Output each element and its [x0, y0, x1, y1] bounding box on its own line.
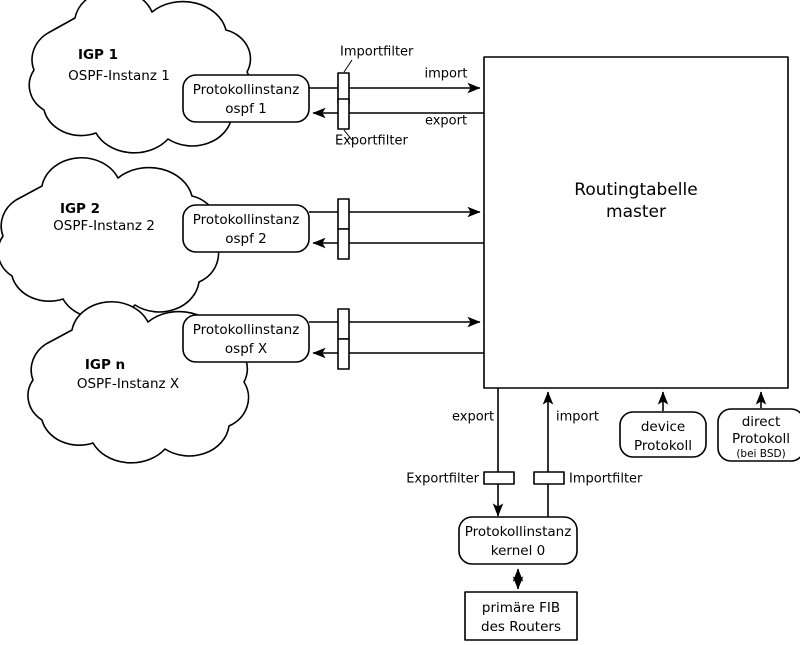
kernel-instance-line2: kernel 0 — [491, 543, 545, 559]
filter-export-row2[interactable] — [337, 228, 350, 260]
direct-protocol-line1: direct — [742, 414, 781, 430]
device-protocol-box[interactable]: device Protokoll — [619, 391, 707, 458]
edge-label-export-row1: export — [425, 114, 467, 129]
cloud-igp2: IGP 2 OSPF-Instanz 2 — [0, 156, 220, 320]
routing-table-title-line2: master — [606, 202, 666, 222]
cloud-igp2-subtitle: OSPF-Instanz 2 — [53, 218, 155, 234]
protocol-instance-ospf2-line2: ospf 2 — [225, 231, 267, 247]
cloud-igpn-subtitle: OSPF-Instanz X — [77, 376, 179, 392]
connectors-ospf1: import export — [309, 67, 484, 129]
exportfilter-label-text: Exportfilter — [335, 134, 408, 149]
device-protocol-line2: Protokoll — [634, 438, 692, 454]
connectors-kernel: export import — [452, 388, 599, 520]
edge-label-export-kernel: export — [452, 410, 494, 425]
filter-export-kernel[interactable] — [483, 471, 515, 485]
primary-fib-box: primäre FIB des Routers — [464, 591, 578, 641]
direct-protocol-box[interactable]: direct Protokoll (bei BSD) — [717, 391, 800, 462]
edge-label-import-kernel: import — [556, 410, 599, 425]
filter-export-row1[interactable] — [337, 98, 350, 130]
protocol-instance-ospfx-line1: Protokollinstanz — [193, 322, 300, 338]
filter-import-row3[interactable] — [337, 308, 350, 340]
device-protocol-line1: device — [641, 419, 685, 435]
filter-export-row3[interactable] — [337, 338, 350, 370]
cloud-igp2-title: IGP 2 — [60, 201, 100, 217]
protocol-instance-ospfx-line2: ospf X — [225, 341, 267, 357]
direct-protocol-line2: Protokoll — [732, 431, 790, 447]
protocol-instance-ospf1-line1: Protokollinstanz — [193, 82, 300, 98]
protocol-instance-ospf2[interactable]: Protokollinstanz ospf 2 — [182, 204, 310, 253]
routing-table-title-line1: Routingtabelle — [574, 180, 697, 200]
label-exportfilter-row1: Exportfilter — [335, 129, 408, 149]
filter-import-row2[interactable] — [337, 198, 350, 230]
cloud-igpn-title: IGP n — [85, 357, 125, 373]
importfilter-label-text: Importfilter — [340, 45, 414, 60]
filter-import-kernel[interactable] — [533, 471, 565, 485]
protocol-instance-ospf1-line2: ospf 1 — [225, 101, 267, 117]
connectors-ospf2 — [309, 206, 484, 249]
connectors-ospfx — [309, 316, 484, 359]
protocol-instance-ospfx[interactable]: Protokollinstanz ospf X — [182, 314, 310, 363]
fib-line1: primäre FIB — [482, 600, 560, 616]
exportfilter-kernel-label: Exportfilter — [406, 472, 479, 487]
protocol-instance-kernel0[interactable]: Protokollinstanz kernel 0 — [458, 516, 578, 565]
cloud-igp1-title: IGP 1 — [78, 47, 118, 63]
direct-protocol-line3: (bei BSD) — [736, 448, 785, 460]
cloud-igp1-subtitle: OSPF-Instanz 1 — [68, 68, 170, 84]
protocol-instance-ospf2-line1: Protokollinstanz — [193, 212, 300, 228]
routing-table-master: Routingtabelle master — [483, 56, 789, 389]
fib-line2: des Routers — [481, 619, 561, 635]
kernel-instance-line1: Protokollinstanz — [465, 524, 572, 540]
label-importfilter-row1: Importfilter — [340, 45, 414, 73]
edge-label-import-row1: import — [425, 67, 468, 82]
protocol-instance-ospf1[interactable]: Protokollinstanz ospf 1 — [182, 74, 310, 123]
importfilter-kernel-label: Importfilter — [569, 472, 643, 487]
